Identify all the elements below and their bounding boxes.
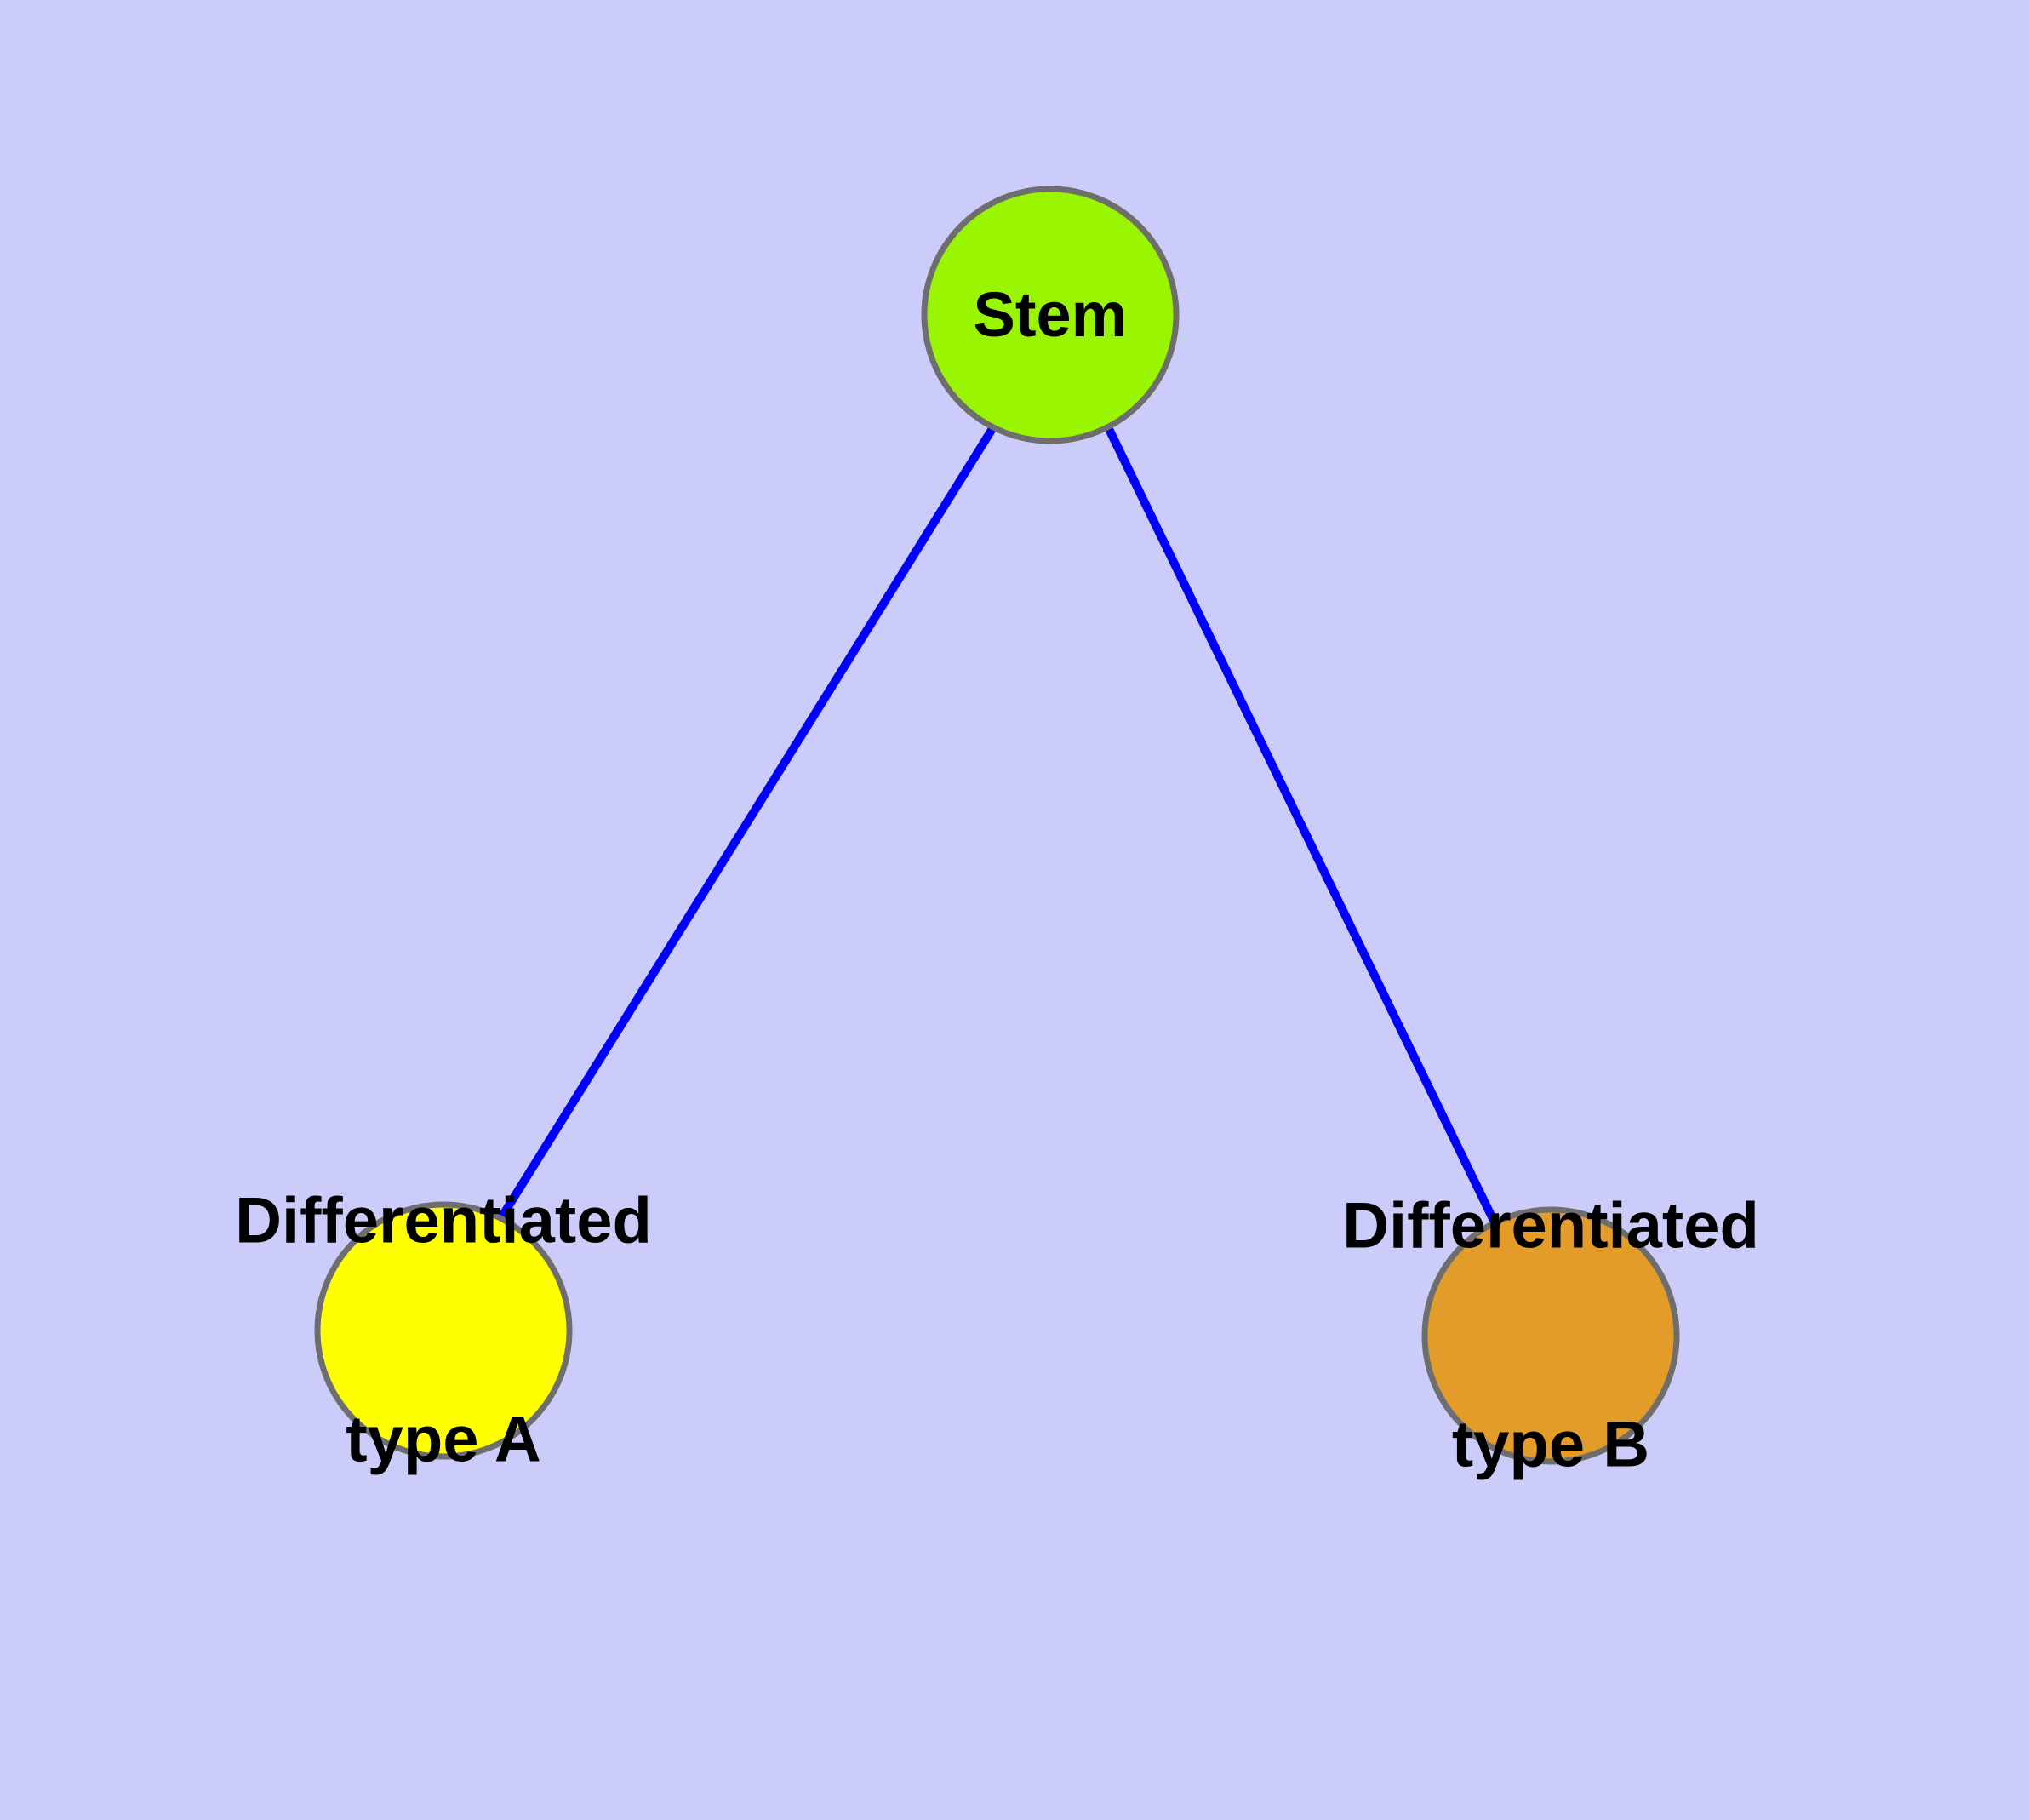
edge-stem-to-differentiated-type-a [496,425,997,1222]
node-stem[interactable] [921,186,1180,444]
node-layer [314,186,1680,1465]
node-differentiated-type-b[interactable] [1421,1206,1680,1465]
edge-stem-to-differentiated-type-b [1104,425,1500,1227]
edge-layer [496,425,1500,1227]
node-differentiated-type-a[interactable] [314,1201,573,1460]
